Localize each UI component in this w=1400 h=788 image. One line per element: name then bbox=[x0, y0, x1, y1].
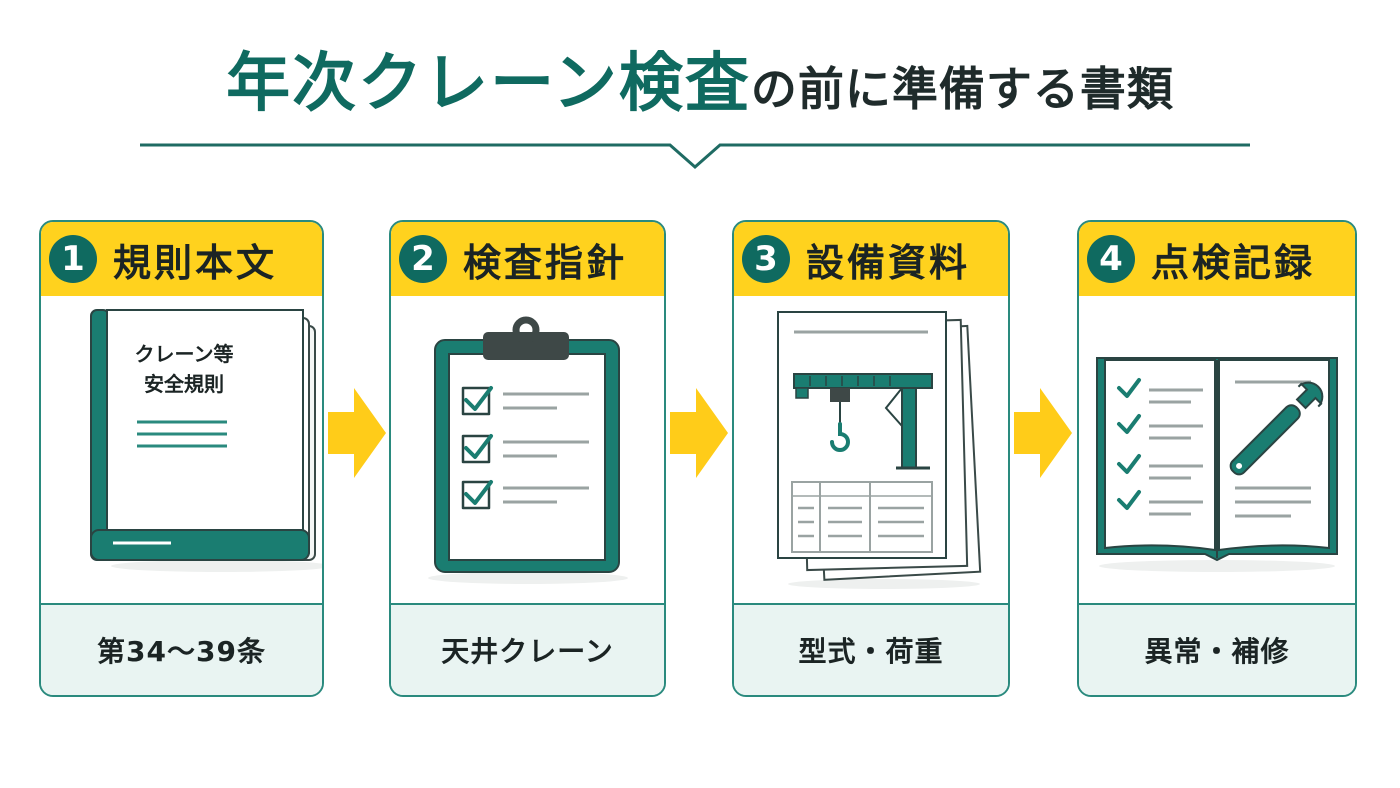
step-number-badge: 1 bbox=[49, 235, 97, 283]
card-footer: 第34〜39条 bbox=[41, 603, 322, 695]
arrow-right-icon bbox=[670, 388, 728, 478]
card-inspection-records: 4 点検記録 bbox=[1077, 220, 1357, 697]
card-illustration bbox=[391, 296, 664, 608]
step-number-badge: 3 bbox=[742, 235, 790, 283]
card-title: 設備資料 bbox=[806, 240, 971, 285]
title-sub: の前に準備する書類 bbox=[750, 62, 1174, 116]
card-header: 3 設備資料 bbox=[734, 222, 1008, 296]
book-title-line2: 安全規則 bbox=[144, 372, 224, 396]
card-illustration bbox=[734, 296, 1008, 608]
page-title: 年次クレーン検査の前に準備する書類 bbox=[0, 52, 1400, 116]
card-header: 1 規則本文 bbox=[41, 222, 322, 296]
card-title: 点検記録 bbox=[1151, 240, 1316, 285]
card-footer: 天井クレーン bbox=[391, 603, 664, 695]
crane-spec-sheet-icon bbox=[777, 311, 982, 589]
card-rules: 1 規則本文 クレーン等 安全規則 第34〜39条 bbox=[39, 220, 324, 697]
title-divider bbox=[140, 143, 1250, 169]
card-title: 検査指針 bbox=[463, 240, 628, 285]
card-footer: 型式・荷重 bbox=[734, 603, 1008, 695]
card-header: 4 点検記録 bbox=[1079, 222, 1355, 296]
title-main: 年次クレーン検査 bbox=[226, 47, 751, 121]
card-equipment-documents: 3 設備資料 bbox=[732, 220, 1010, 697]
card-illustration: クレーン等 安全規則 bbox=[41, 296, 322, 608]
step-number-badge: 4 bbox=[1087, 235, 1135, 283]
clipboard-checklist-icon bbox=[428, 316, 628, 584]
card-inspection-guideline: 2 検査指針 bbox=[389, 220, 666, 697]
card-illustration bbox=[1079, 296, 1355, 608]
book-title-line1: クレーン等 bbox=[135, 342, 234, 366]
maintenance-log-icon bbox=[1096, 357, 1338, 572]
rulebook-icon: クレーン等 安全規則 bbox=[90, 309, 322, 572]
step-number-badge: 2 bbox=[399, 235, 447, 283]
arrow-right-icon bbox=[1014, 388, 1072, 478]
card-footer: 異常・補修 bbox=[1079, 603, 1355, 695]
card-header: 2 検査指針 bbox=[391, 222, 664, 296]
arrow-right-icon bbox=[328, 388, 386, 478]
card-title: 規則本文 bbox=[113, 240, 278, 285]
